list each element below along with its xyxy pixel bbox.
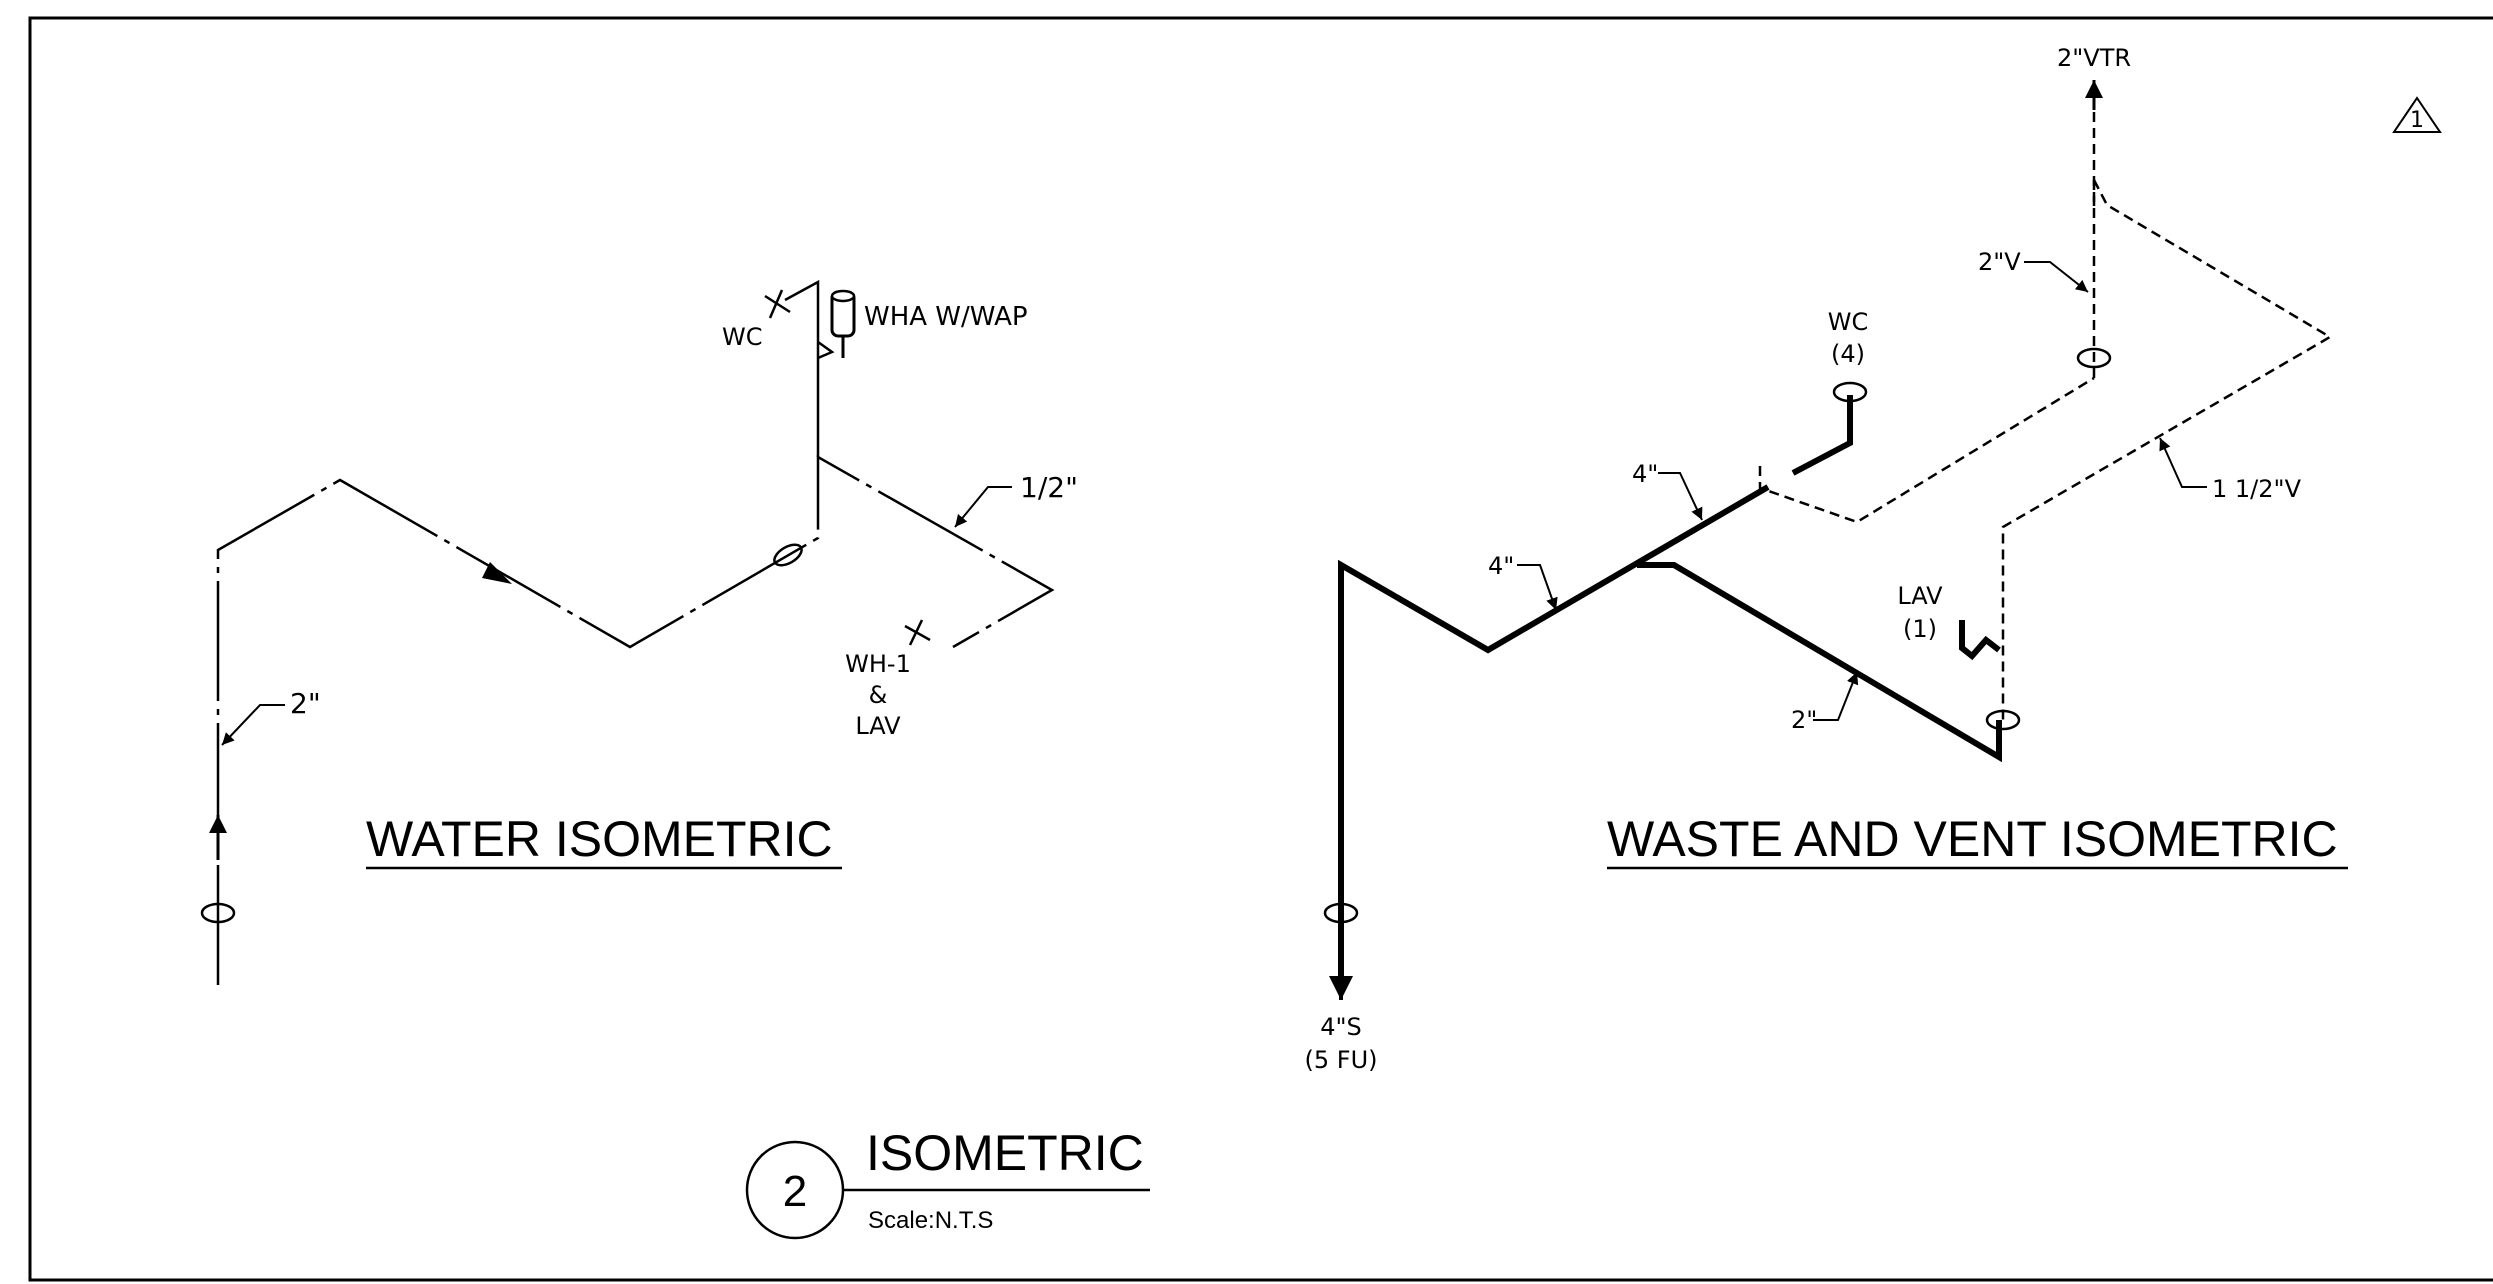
label-vent-1half: 1 1/2"V (2212, 475, 2302, 503)
valve-icon (200, 902, 236, 924)
label-wha: WHA W/WAP (864, 302, 1028, 332)
revision-delta-icon: 1 (2392, 96, 2442, 133)
cleanout-icon (2076, 347, 2112, 369)
label-half-inch: 1/2" (1020, 471, 1078, 504)
label-wc-waste: WC (1828, 308, 1869, 336)
waste-title: WASTE AND VENT ISOMETRIC (1607, 811, 2338, 867)
vent-pipe-lower (1758, 376, 2095, 524)
detail-number: 2 (783, 1167, 807, 1216)
leader-half-inch (954, 486, 1012, 528)
water-pipe-riser (784, 279, 820, 457)
leader-four-b (1517, 564, 1558, 611)
leader-four-a (1658, 472, 1703, 521)
label-two-inch: 2" (290, 687, 321, 720)
label-four-a: 4" (1632, 460, 1658, 488)
water-pipe-main (216, 454, 1055, 985)
label-wh1: WH-1 (845, 650, 911, 678)
waste-pipe-main (1338, 484, 1770, 985)
waste-vent-isometric: 2"VTR 2"V WC (4) 4" 4" 1 1/2"V LAV (1) 2… (1305, 44, 2348, 1074)
detail-title: ISOMETRIC (866, 1125, 1144, 1181)
leader-vent-1half (2159, 437, 2207, 488)
water-title: WATER ISOMETRIC (366, 811, 833, 867)
flow-arrow-icon (482, 562, 512, 584)
leader-two-inch (221, 704, 285, 746)
leader-two-inch-waste (1813, 671, 1859, 721)
label-amp: & (869, 681, 888, 709)
wha-branch (817, 340, 835, 360)
label-lav-waste: LAV (1897, 582, 1943, 610)
cap-mark-icon (904, 619, 931, 646)
label-lav: LAV (855, 712, 901, 740)
label-vent-2: 2"V (1978, 248, 2021, 276)
label-sewer: 4"S (1320, 1013, 1362, 1041)
lav-trap-icon (1959, 620, 2001, 661)
cap-mark-icon (764, 289, 791, 319)
detail-title-block: 2 ISOMETRIC Scale:N.T.S (745, 1125, 1150, 1240)
label-wc: WC (722, 323, 763, 351)
label-four-b: 4" (1488, 552, 1514, 580)
detail-scale: Scale:N.T.S (868, 1207, 993, 1234)
label-fu: (5 FU) (1305, 1046, 1378, 1074)
label-two-inch-waste: 2" (1791, 706, 1817, 734)
cleanout-icon (1985, 709, 2021, 731)
leader-vent-2 (2024, 261, 2089, 293)
water-hammer-arrestor-icon (830, 289, 856, 358)
label-wc-count: (4) (1831, 340, 1865, 368)
wc-stub (1791, 395, 1853, 476)
waste-pipe-branch (1637, 562, 2002, 763)
sheet-border (28, 16, 2493, 1282)
revision-number: 1 (2410, 108, 2424, 133)
vent-pipe-loop (2001, 179, 2333, 720)
cleanout-icon (1832, 381, 1868, 403)
label-lav-count: (1) (1903, 615, 1937, 643)
cleanout-icon (1323, 902, 1359, 924)
water-isometric: WC WHA W/WAP 1/2" 2" WH-1 & LAV WATER IS… (200, 279, 1078, 985)
valve-icon (773, 543, 803, 567)
label-vtr: 2"VTR (2057, 44, 2131, 72)
